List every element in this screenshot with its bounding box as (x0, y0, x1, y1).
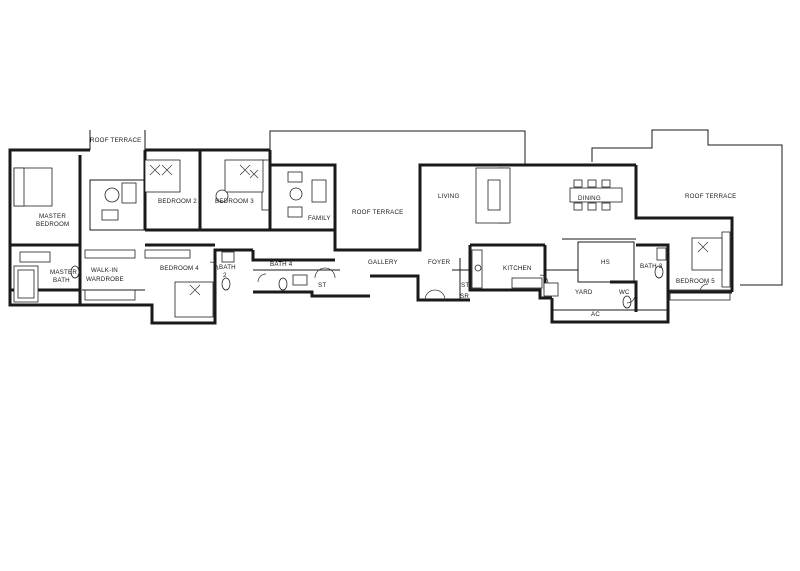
bath-2-label-line1: BATH (219, 264, 236, 271)
yard-label: YARD (575, 289, 593, 296)
bath-3-label: BATH 3 (640, 263, 663, 270)
bedroom-4-label: BEDROOM 4 (160, 265, 199, 272)
bedroom-5-label: BEDROOM 5 (676, 278, 715, 285)
ac-label: AC (591, 311, 600, 318)
roof-terrace-mid-label: ROOF TERRACE (352, 209, 403, 216)
walk-in-wardrobe-label-line2: WARDROBE (86, 276, 124, 283)
hs-label: HS (601, 259, 610, 266)
foyer-label: FOYER (428, 259, 451, 266)
bedroom-3-label: BEDROOM 3 (215, 198, 254, 205)
bed-icon (174, 281, 214, 318)
master-bedroom-label-line1: MASTER (39, 213, 66, 220)
internal-lines (82, 179, 668, 311)
sr-label: SR (460, 293, 469, 300)
room-labels: ROOF TERRACE ROOF TERRACE ROOF TERRACE M… (36, 137, 736, 318)
wc-label: WC (619, 289, 630, 296)
walk-in-wardrobe-label-line1: WALK-IN (91, 267, 118, 274)
gallery-label: GALLERY (368, 259, 398, 266)
master-bath-label-line2: BATH (53, 277, 70, 284)
dining-label: DINING (578, 195, 601, 202)
roof-terrace-top-label: ROOF TERRACE (90, 137, 141, 144)
bath-4-label: BATH 4 (270, 261, 293, 268)
bedroom-2-label: BEDROOM 2 (158, 198, 197, 205)
terrace-outlines (89, 129, 783, 286)
kitchen-label: KITCHEN (503, 265, 532, 272)
st-left-label: ST (318, 282, 326, 289)
master-bath-label-line1: MASTER (50, 269, 77, 276)
family-label: FAMILY (308, 215, 331, 222)
furniture (13, 159, 723, 318)
toilet-icon (654, 265, 664, 279)
dining-table-icon (569, 187, 623, 203)
sofa-icon (311, 179, 327, 203)
living-label: LIVING (438, 193, 460, 200)
toilet-icon (70, 265, 80, 279)
roof-terrace-right-label: ROOF TERRACE (685, 193, 736, 200)
bath-2-label-line2: 2 (223, 272, 227, 279)
toilet-icon (221, 277, 231, 291)
bed-icon (224, 159, 264, 193)
toilet-icon (278, 277, 288, 291)
st-right-label: ST (461, 282, 469, 289)
doors (209, 261, 709, 304)
toilet-icon (622, 295, 632, 309)
master-bedroom-label-line2: BEDROOM (36, 221, 69, 228)
main-walls (8, 148, 734, 325)
